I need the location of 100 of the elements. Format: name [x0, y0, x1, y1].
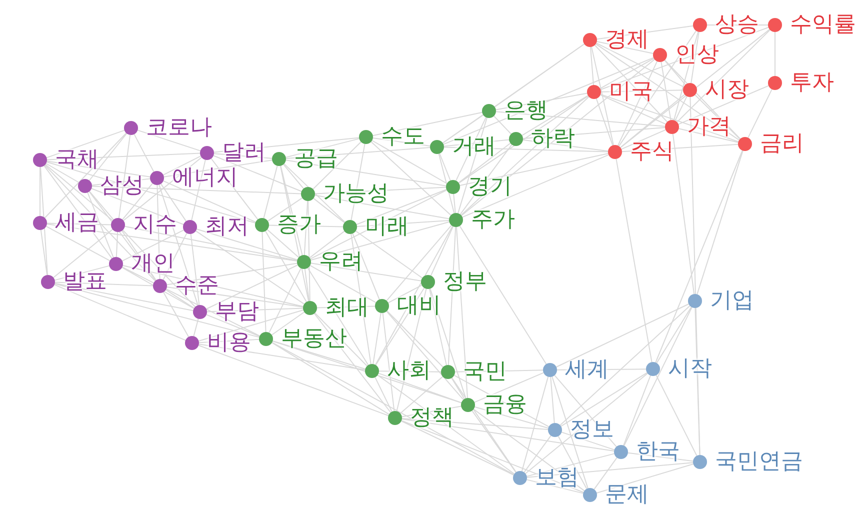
- connector-line: [620, 28, 770, 148]
- keyword-label: 수익률: [790, 12, 856, 38]
- connector-line: [166, 262, 298, 286]
- connector-line: [283, 164, 304, 190]
- connector-line: [372, 140, 448, 184]
- connector-line: [459, 153, 609, 186]
- connector-line: [88, 133, 128, 181]
- connector-line: [458, 142, 511, 184]
- keyword-label: 정보: [570, 417, 614, 443]
- keyword-label: 국민: [463, 359, 507, 385]
- connector-line: [272, 342, 514, 476]
- keyword-label: 경기: [468, 174, 512, 200]
- connector-line: [560, 372, 648, 427]
- connector-line: [386, 224, 452, 302]
- connector-line: [309, 230, 345, 258]
- keyword-label: 우려: [319, 249, 363, 275]
- connector-line: [550, 376, 555, 424]
- keyword-label: 증가: [277, 212, 321, 238]
- connector-line: [190, 234, 200, 306]
- keyword-label: 기업: [710, 288, 754, 314]
- keyword-label: 주식: [630, 139, 674, 165]
- connector-line: [137, 130, 201, 152]
- connector-line: [210, 158, 258, 220]
- keyword-label: 거래: [452, 134, 496, 160]
- connector-line: [596, 98, 614, 146]
- connector-line: [271, 312, 305, 336]
- keyword-label: 한국: [636, 439, 680, 465]
- keyword-label: 세계: [565, 357, 609, 383]
- connector-line: [89, 190, 114, 220]
- connector-line: [456, 116, 486, 182]
- connector-line: [356, 189, 447, 225]
- connector-line: [52, 228, 114, 278]
- keyword-label: 국민연금: [715, 449, 803, 475]
- connector-line: [46, 130, 125, 158]
- connector-line: [372, 112, 483, 136]
- connector-line: [286, 147, 430, 159]
- connector-line: [429, 288, 447, 366]
- connector-line: [656, 374, 698, 456]
- connector-line: [284, 163, 346, 223]
- keyword-label: 코로나: [146, 115, 212, 141]
- keyword-label: 사회: [387, 358, 431, 384]
- connector-line: [54, 284, 186, 341]
- connector-line: [372, 312, 382, 365]
- keyword-label: 수준: [175, 273, 219, 299]
- connector-line: [672, 133, 695, 295]
- keyword-label: 대비: [397, 293, 441, 319]
- connector-line: [162, 292, 190, 338]
- connector-line: [600, 58, 654, 90]
- connector-line: [195, 230, 305, 305]
- connector-line: [313, 198, 345, 224]
- connector-line: [623, 375, 651, 446]
- keyword-label: 에너지: [172, 165, 238, 191]
- keyword-label: 공급: [294, 146, 338, 172]
- connector-line: [696, 150, 744, 295]
- connector-line: [442, 114, 484, 144]
- connector-line: [44, 164, 114, 221]
- connector-line: [314, 194, 450, 220]
- keyword-label: 상승: [715, 12, 759, 38]
- keyword-label: 금리: [760, 131, 804, 157]
- keyword-label: 은행: [504, 98, 548, 124]
- connector-line: [448, 226, 456, 366]
- keyword-label: 정책: [410, 405, 454, 431]
- connector-line: [524, 435, 552, 473]
- connector-line: [160, 183, 187, 222]
- connector-line: [400, 376, 444, 414]
- connector-line: [314, 186, 446, 194]
- connector-line: [472, 410, 516, 473]
- connector-line: [272, 342, 390, 415]
- connector-line: [522, 127, 666, 139]
- keyword-label: 최대: [325, 295, 369, 321]
- connector-line: [263, 165, 278, 219]
- keyword-label: 지수: [133, 212, 177, 238]
- connector-line: [620, 94, 686, 148]
- connector-line: [664, 60, 686, 86]
- connector-line: [272, 340, 462, 404]
- connector-line: [266, 229, 300, 258]
- keyword-label: 하락: [531, 126, 575, 152]
- connector-line: [312, 141, 362, 190]
- connector-line: [396, 288, 427, 412]
- connector-line: [526, 462, 694, 478]
- connector-line: [444, 146, 608, 152]
- connector-line: [267, 197, 303, 222]
- connector-line: [400, 420, 514, 476]
- connector-line: [439, 153, 451, 181]
- connector-line: [430, 226, 454, 276]
- keyword-label: 달러: [222, 140, 266, 166]
- connector-line: [617, 60, 658, 146]
- keyword-label: 부담: [215, 299, 259, 325]
- connector-line: [370, 141, 452, 216]
- connector-line: [272, 340, 366, 370]
- connector-line: [262, 232, 266, 332]
- connector-line: [350, 233, 372, 365]
- connector-line: [462, 154, 610, 218]
- keyword-label: 정부: [443, 269, 487, 295]
- connector-line: [556, 304, 690, 368]
- keyword-label: 세금: [55, 210, 99, 236]
- connector-line: [191, 159, 206, 221]
- connector-line: [386, 310, 464, 400]
- connector-line: [656, 306, 692, 364]
- keyword-label: 삼성: [100, 173, 144, 199]
